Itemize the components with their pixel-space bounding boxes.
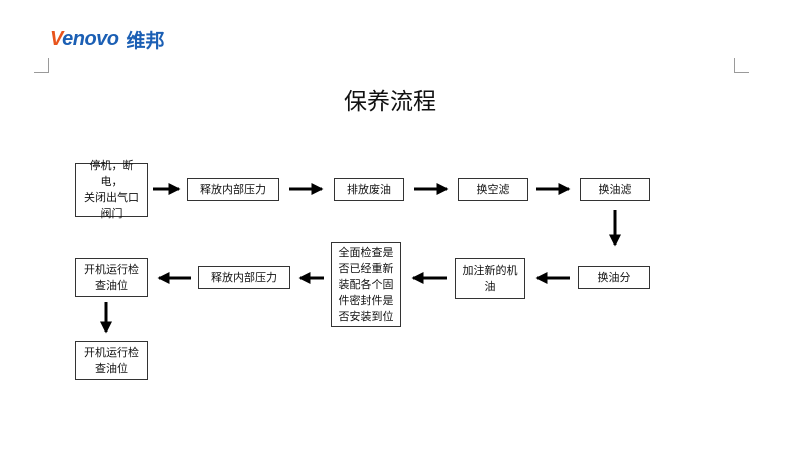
page-corner-mark-left — [34, 58, 49, 73]
diagram-title: 保养流程 — [344, 89, 436, 115]
step-release-pressure-1: 释放内部压力 — [187, 178, 279, 201]
step-release-pressure-2: 释放内部压力 — [198, 266, 290, 289]
page-corner-mark-right — [734, 58, 749, 73]
logo-chinese-name: 维邦 — [126, 29, 165, 52]
step-change-oil-filter: 换油滤 — [580, 178, 650, 201]
step-change-oil-separator: 换油分 — [578, 266, 650, 289]
step-run-check-oil-1: 开机运行检 查油位 — [75, 258, 148, 297]
step-full-inspection: 全面检查是 否已经重新 装配各个固 件密封件是 否安装到位 — [331, 242, 401, 327]
step-drain-oil: 排放废油 — [334, 178, 404, 201]
logo-wordmark: Venovo — [50, 27, 119, 50]
step-stop-machine: 停机，断电， 关闭出气口 阀门 — [75, 159, 148, 220]
company-logo: Venovo 维邦 — [50, 27, 165, 52]
step-run-check-oil-2: 开机运行检 查油位 — [75, 341, 148, 380]
step-change-air-filter: 换空滤 — [458, 178, 528, 201]
step-add-new-oil: 加注新的机 油 — [455, 258, 525, 299]
